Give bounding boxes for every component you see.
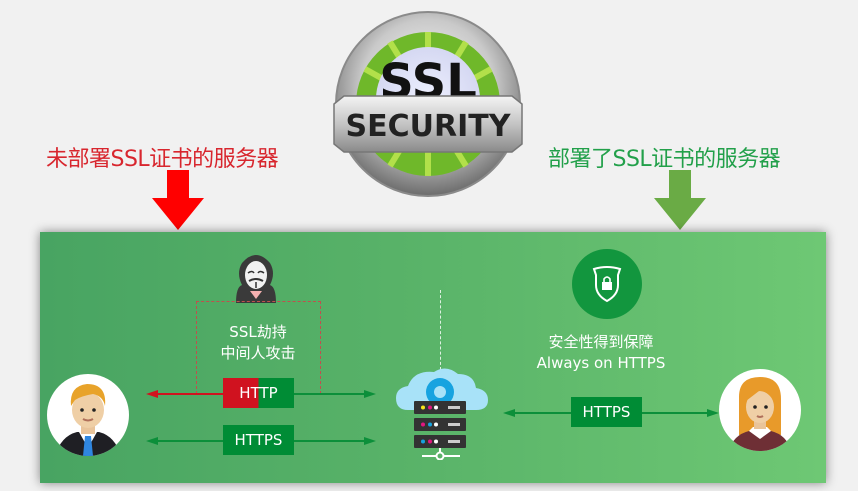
green-down-arrow-icon [654,170,706,230]
ssl-badge-icon: SSL SECURITY [333,11,523,197]
http-label: HTTP [239,384,278,402]
svg-text:SECURITY: SECURITY [346,109,512,144]
male-user-icon [55,384,121,456]
mitm-label: SSL劫持 中间人攻击 [196,322,320,364]
https-protocol-badge-left: HTTPS [223,425,294,455]
male-user-avatar [47,374,129,456]
mitm-label-line2: 中间人攻击 [220,344,296,362]
cloud-server-icon [396,368,488,460]
secure-label-line2: Always on HTTPS [536,354,666,372]
secure-label-line1: 安全性得到保障 [548,333,654,351]
mitm-label-line1: SSL劫持 [229,323,287,341]
red-down-arrow-icon [152,170,204,230]
female-user-avatar [719,369,801,451]
ssl-security-badge: SSL SECURITY [330,4,526,200]
secure-label: 安全性得到保障 Always on HTTPS [520,332,682,374]
http-protocol-badge: HTTP [223,378,294,408]
https-label-right: HTTPS [582,403,631,421]
caption-no-ssl: 未部署SSL证书的服务器 [46,147,279,172]
shield-lock-icon [592,266,622,303]
https-label-left: HTTPS [234,431,283,449]
shield-lock-badge [572,249,642,319]
divider-dashed-line [440,290,441,370]
female-user-icon [729,377,791,451]
http-connection-line [146,390,376,398]
https-protocol-badge-right: HTTPS [571,397,642,427]
hacker-mask-icon [236,255,276,303]
mitm-dashed-box [196,301,321,394]
caption-with-ssl: 部署了SSL证书的服务器 [548,147,781,172]
